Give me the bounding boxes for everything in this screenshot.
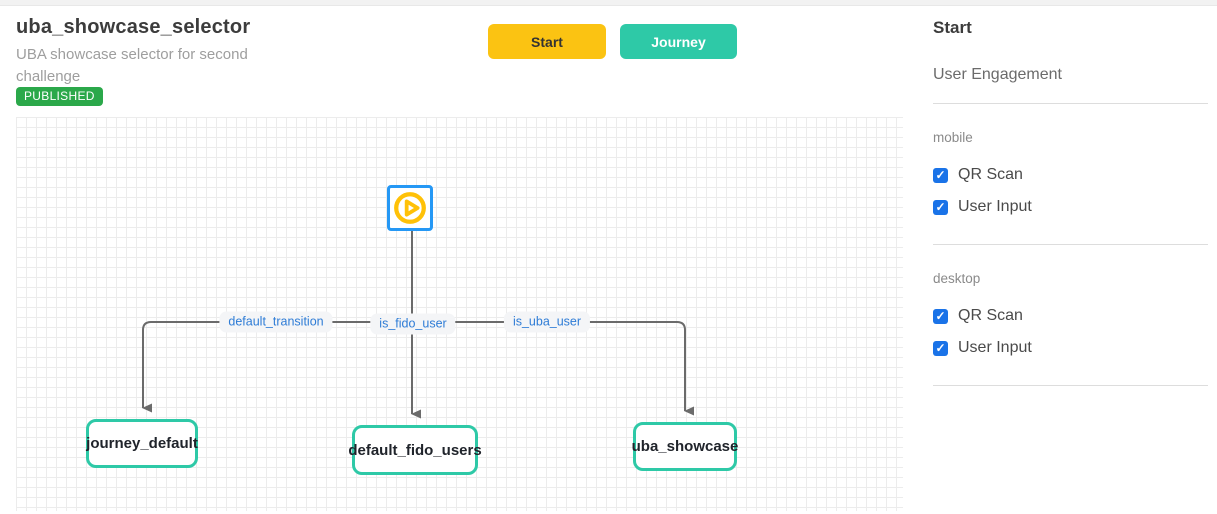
start-button[interactable]: Start — [488, 24, 606, 59]
play-icon — [394, 192, 426, 224]
edge-label-is-fido-user[interactable]: is_fido_user — [370, 313, 456, 335]
checkbox-label: QR Scan — [958, 166, 1023, 183]
divider — [933, 103, 1208, 104]
checkbox-label: User Input — [958, 339, 1032, 356]
checkbox-label: User Input — [958, 198, 1032, 215]
divider — [933, 244, 1208, 245]
checkbox-row-mobile-user-input[interactable]: ✓ User Input — [933, 198, 1032, 216]
panel-subtitle: User Engagement — [933, 66, 1062, 83]
node-journey-default[interactable]: journey_default — [86, 419, 198, 468]
checkbox-checked-icon[interactable]: ✓ — [933, 167, 948, 183]
section-label-mobile: mobile — [933, 130, 973, 145]
checkbox-checked-icon[interactable]: ✓ — [933, 308, 948, 324]
top-strip — [0, 0, 1217, 6]
checkbox-label: QR Scan — [958, 307, 1023, 324]
checkbox-row-desktop-user-input[interactable]: ✓ User Input — [933, 339, 1032, 357]
page-title: uba_showcase_selector — [16, 16, 251, 38]
node-uba-showcase[interactable]: uba_showcase — [632, 422, 738, 471]
checkbox-row-mobile-qr-scan[interactable]: ✓ QR Scan — [933, 166, 1023, 184]
journey-button[interactable]: Journey — [620, 24, 737, 59]
node-default-fido-users[interactable]: default_fido_users — [348, 425, 482, 475]
page-subtitle: UBA showcase selector for second challen… — [16, 46, 248, 85]
edge-label-is-uba-user[interactable]: is_uba_user — [503, 311, 591, 333]
status-badge: PUBLISHED — [16, 87, 103, 106]
flow-canvas[interactable]: default_transition is_fido_user is_uba_u… — [16, 117, 903, 511]
start-node[interactable] — [387, 185, 433, 231]
checkbox-checked-icon[interactable]: ✓ — [933, 199, 948, 215]
checkbox-checked-icon[interactable]: ✓ — [933, 340, 948, 356]
properties-panel: Start User Engagement mobile ✓ QR Scan ✓… — [933, 0, 1208, 514]
divider — [933, 385, 1208, 386]
panel-title: Start — [933, 18, 972, 37]
checkbox-row-desktop-qr-scan[interactable]: ✓ QR Scan — [933, 307, 1023, 325]
section-label-desktop: desktop — [933, 271, 981, 286]
edge-label-default-transition[interactable]: default_transition — [219, 311, 333, 333]
